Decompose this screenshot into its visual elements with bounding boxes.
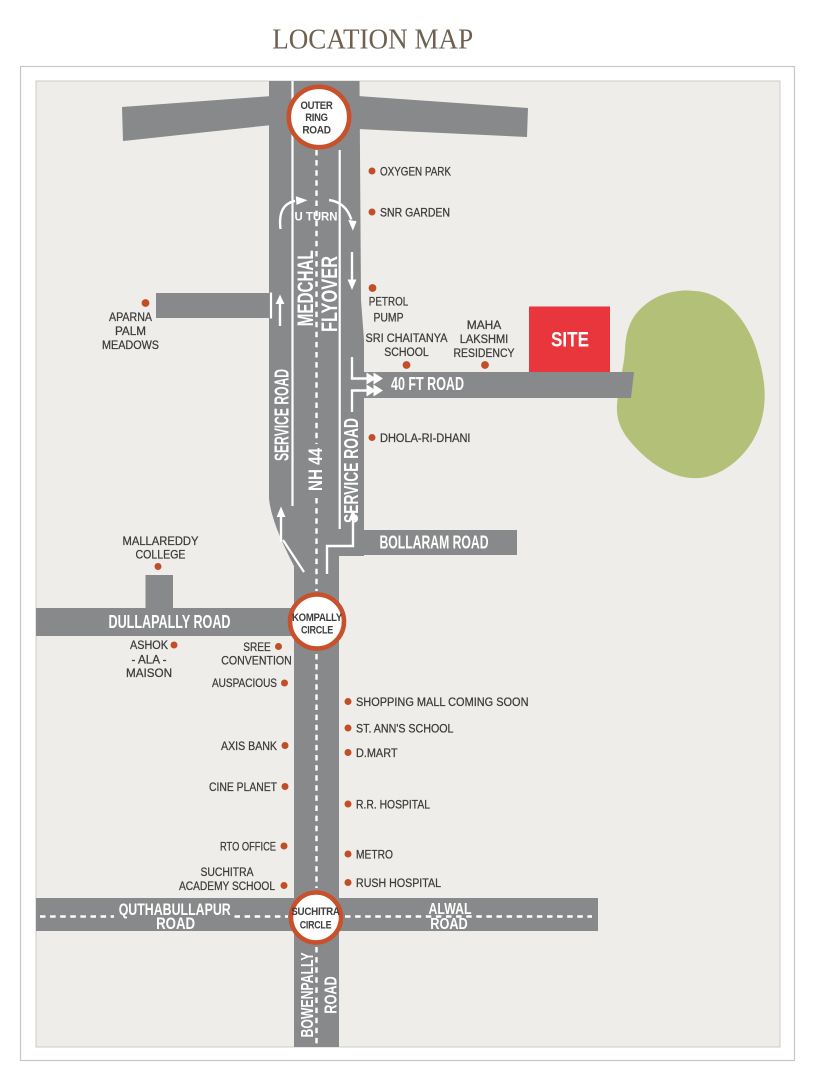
svg-text:PETROL: PETROL bbox=[369, 295, 409, 309]
svg-text:AUSPACIOUS: AUSPACIOUS bbox=[212, 676, 277, 690]
svg-text:LAKSHMI: LAKSHMI bbox=[460, 332, 509, 346]
svg-text:RUSH HOSPITAL: RUSH HOSPITAL bbox=[356, 876, 441, 890]
svg-text:RESIDENCY: RESIDENCY bbox=[454, 346, 515, 360]
svg-text:SERVICE ROAD: SERVICE ROAD bbox=[341, 418, 363, 523]
svg-text:COLLEGE: COLLEGE bbox=[136, 548, 186, 562]
svg-text:ROAD: ROAD bbox=[302, 125, 331, 137]
svg-text:ROAD: ROAD bbox=[156, 914, 195, 933]
svg-text:40 FT ROAD: 40 FT ROAD bbox=[391, 374, 464, 394]
svg-text:PALM: PALM bbox=[115, 324, 146, 338]
svg-text:SUCHITRA: SUCHITRA bbox=[201, 865, 255, 879]
svg-text:DULLAPALLY ROAD: DULLAPALLY ROAD bbox=[109, 612, 231, 632]
svg-text:METRO: METRO bbox=[356, 848, 393, 862]
svg-text:RTO OFFICE: RTO OFFICE bbox=[220, 840, 276, 854]
svg-text:ST. ANN'S SCHOOL: ST. ANN'S SCHOOL bbox=[356, 722, 454, 736]
svg-text:OXYGEN PARK: OXYGEN PARK bbox=[380, 165, 452, 179]
svg-text:MALLAREDDY: MALLAREDDY bbox=[123, 534, 199, 548]
svg-text:ACADEMY SCHOOL: ACADEMY SCHOOL bbox=[179, 879, 275, 893]
svg-text:MEDCHAL: MEDCHAL bbox=[293, 250, 318, 326]
svg-text:U TURN: U TURN bbox=[295, 210, 338, 224]
svg-text:AXIS BANK: AXIS BANK bbox=[221, 739, 278, 753]
svg-text:RING: RING bbox=[305, 112, 328, 124]
svg-text:ROAD: ROAD bbox=[320, 976, 340, 1014]
svg-text:SITE: SITE bbox=[551, 329, 589, 352]
svg-text:QUTHABULLAPUR: QUTHABULLAPUR bbox=[119, 900, 231, 919]
svg-text:ALWAL: ALWAL bbox=[429, 901, 472, 918]
svg-text:BOWENPALLY: BOWENPALLY bbox=[297, 952, 317, 1037]
svg-text:SNR GARDEN: SNR GARDEN bbox=[380, 206, 450, 220]
svg-text:D.MART: D.MART bbox=[356, 746, 398, 760]
svg-text:- ALA -: - ALA - bbox=[132, 653, 167, 667]
svg-text:BOLLARAM ROAD: BOLLARAM ROAD bbox=[380, 533, 489, 553]
svg-text:ROAD: ROAD bbox=[430, 916, 468, 933]
svg-text:DHOLA-RI-DHANI: DHOLA-RI-DHANI bbox=[380, 431, 471, 445]
svg-text:APARNA: APARNA bbox=[109, 310, 153, 324]
svg-text:SCHOOL: SCHOOL bbox=[384, 345, 429, 359]
svg-text:CIRCLE: CIRCLE bbox=[301, 624, 333, 636]
svg-text:PUMP: PUMP bbox=[374, 311, 404, 325]
svg-text:MAISON: MAISON bbox=[126, 666, 172, 680]
svg-text:SUCHITRA: SUCHITRA bbox=[291, 906, 340, 918]
svg-text:MAHA: MAHA bbox=[467, 318, 502, 332]
svg-text:NH 44: NH 44 bbox=[306, 448, 327, 491]
svg-text:R.R. HOSPITAL: R.R. HOSPITAL bbox=[356, 798, 430, 812]
svg-text:LOCATION MAP: LOCATION MAP bbox=[272, 24, 473, 55]
svg-text:SHOPPING MALL COMING SOON: SHOPPING MALL COMING SOON bbox=[356, 695, 529, 709]
svg-text:SRI CHAITANYA: SRI CHAITANYA bbox=[366, 331, 449, 345]
svg-text:FLYOVER: FLYOVER bbox=[317, 256, 342, 332]
svg-text:ASHOK: ASHOK bbox=[130, 638, 169, 652]
svg-text:CIRCLE: CIRCLE bbox=[300, 919, 332, 931]
svg-text:SREE: SREE bbox=[243, 640, 271, 654]
svg-text:CONVENTION: CONVENTION bbox=[221, 654, 292, 668]
svg-text:CINE PLANET: CINE PLANET bbox=[209, 780, 277, 794]
svg-text:OUTER: OUTER bbox=[301, 100, 334, 112]
svg-text:KOMPALLY: KOMPALLY bbox=[292, 612, 342, 624]
svg-text:SERVICE ROAD: SERVICE ROAD bbox=[271, 369, 293, 461]
svg-text:MEADOWS: MEADOWS bbox=[102, 338, 159, 352]
